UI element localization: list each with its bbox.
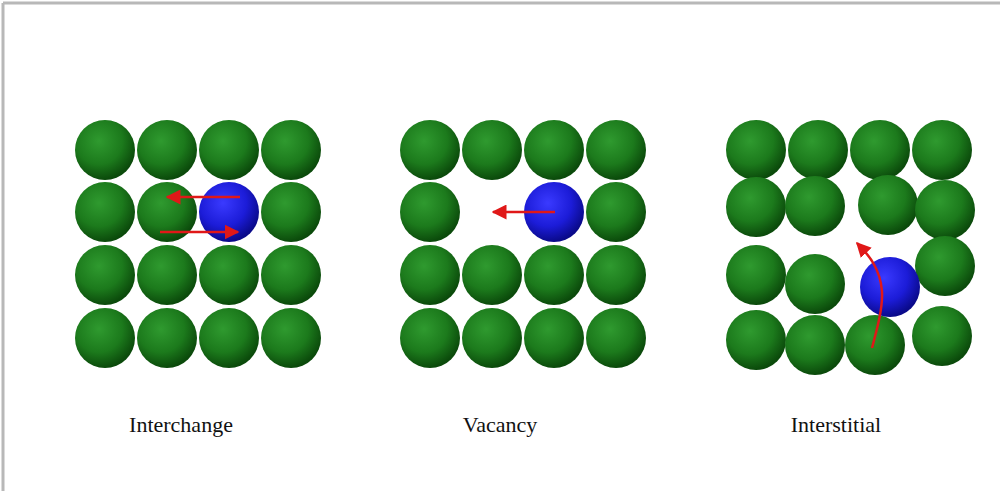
motion-arrow: [857, 243, 882, 348]
host-atom: [261, 120, 321, 180]
motion-arrow: [167, 196, 240, 199]
host-atom: [726, 177, 786, 237]
host-atom: [75, 308, 135, 368]
host-atom: [199, 308, 259, 368]
host-atom: [726, 310, 786, 370]
host-atom: [586, 245, 646, 305]
host-atom: [785, 254, 845, 314]
host-atom: [726, 120, 786, 180]
host-atom: [261, 245, 321, 305]
host-atom: [261, 308, 321, 368]
mechanism-label: Vacancy: [463, 413, 538, 437]
host-atom: [726, 245, 786, 305]
host-atom: [915, 180, 975, 240]
atom-lattice: [75, 120, 975, 375]
host-atom: [400, 245, 460, 305]
host-atom: [400, 182, 460, 242]
host-atom: [915, 236, 975, 296]
host-atom: [400, 308, 460, 368]
host-atom: [524, 120, 584, 180]
mechanism-label: Interstitial: [791, 413, 881, 437]
motion-arrow: [493, 211, 555, 214]
host-atom: [788, 120, 848, 180]
host-atom: [462, 245, 522, 305]
motion-arrow: [160, 231, 238, 234]
host-atom: [586, 120, 646, 180]
motion-arrows: [160, 197, 882, 348]
host-atom: [845, 315, 905, 375]
panel-frame: [3, 3, 1000, 491]
host-atom: [137, 245, 197, 305]
host-atom: [261, 182, 321, 242]
host-atom: [75, 120, 135, 180]
host-atom: [785, 315, 845, 375]
host-atom: [137, 120, 197, 180]
host-atom: [850, 120, 910, 180]
host-atom: [524, 245, 584, 305]
host-atom: [137, 308, 197, 368]
host-atom: [75, 245, 135, 305]
host-atom: [75, 182, 135, 242]
host-atom: [912, 306, 972, 366]
host-atom: [858, 175, 918, 235]
mechanism-label: Interchange: [129, 413, 233, 437]
host-atom: [586, 308, 646, 368]
solute-atom: [860, 257, 920, 317]
host-atom: [462, 308, 522, 368]
host-atom: [586, 182, 646, 242]
host-atom: [912, 120, 972, 180]
host-atom: [785, 176, 845, 236]
host-atom: [524, 308, 584, 368]
host-atom: [199, 120, 259, 180]
host-atom: [462, 120, 522, 180]
host-atom: [400, 120, 460, 180]
host-atom: [199, 245, 259, 305]
